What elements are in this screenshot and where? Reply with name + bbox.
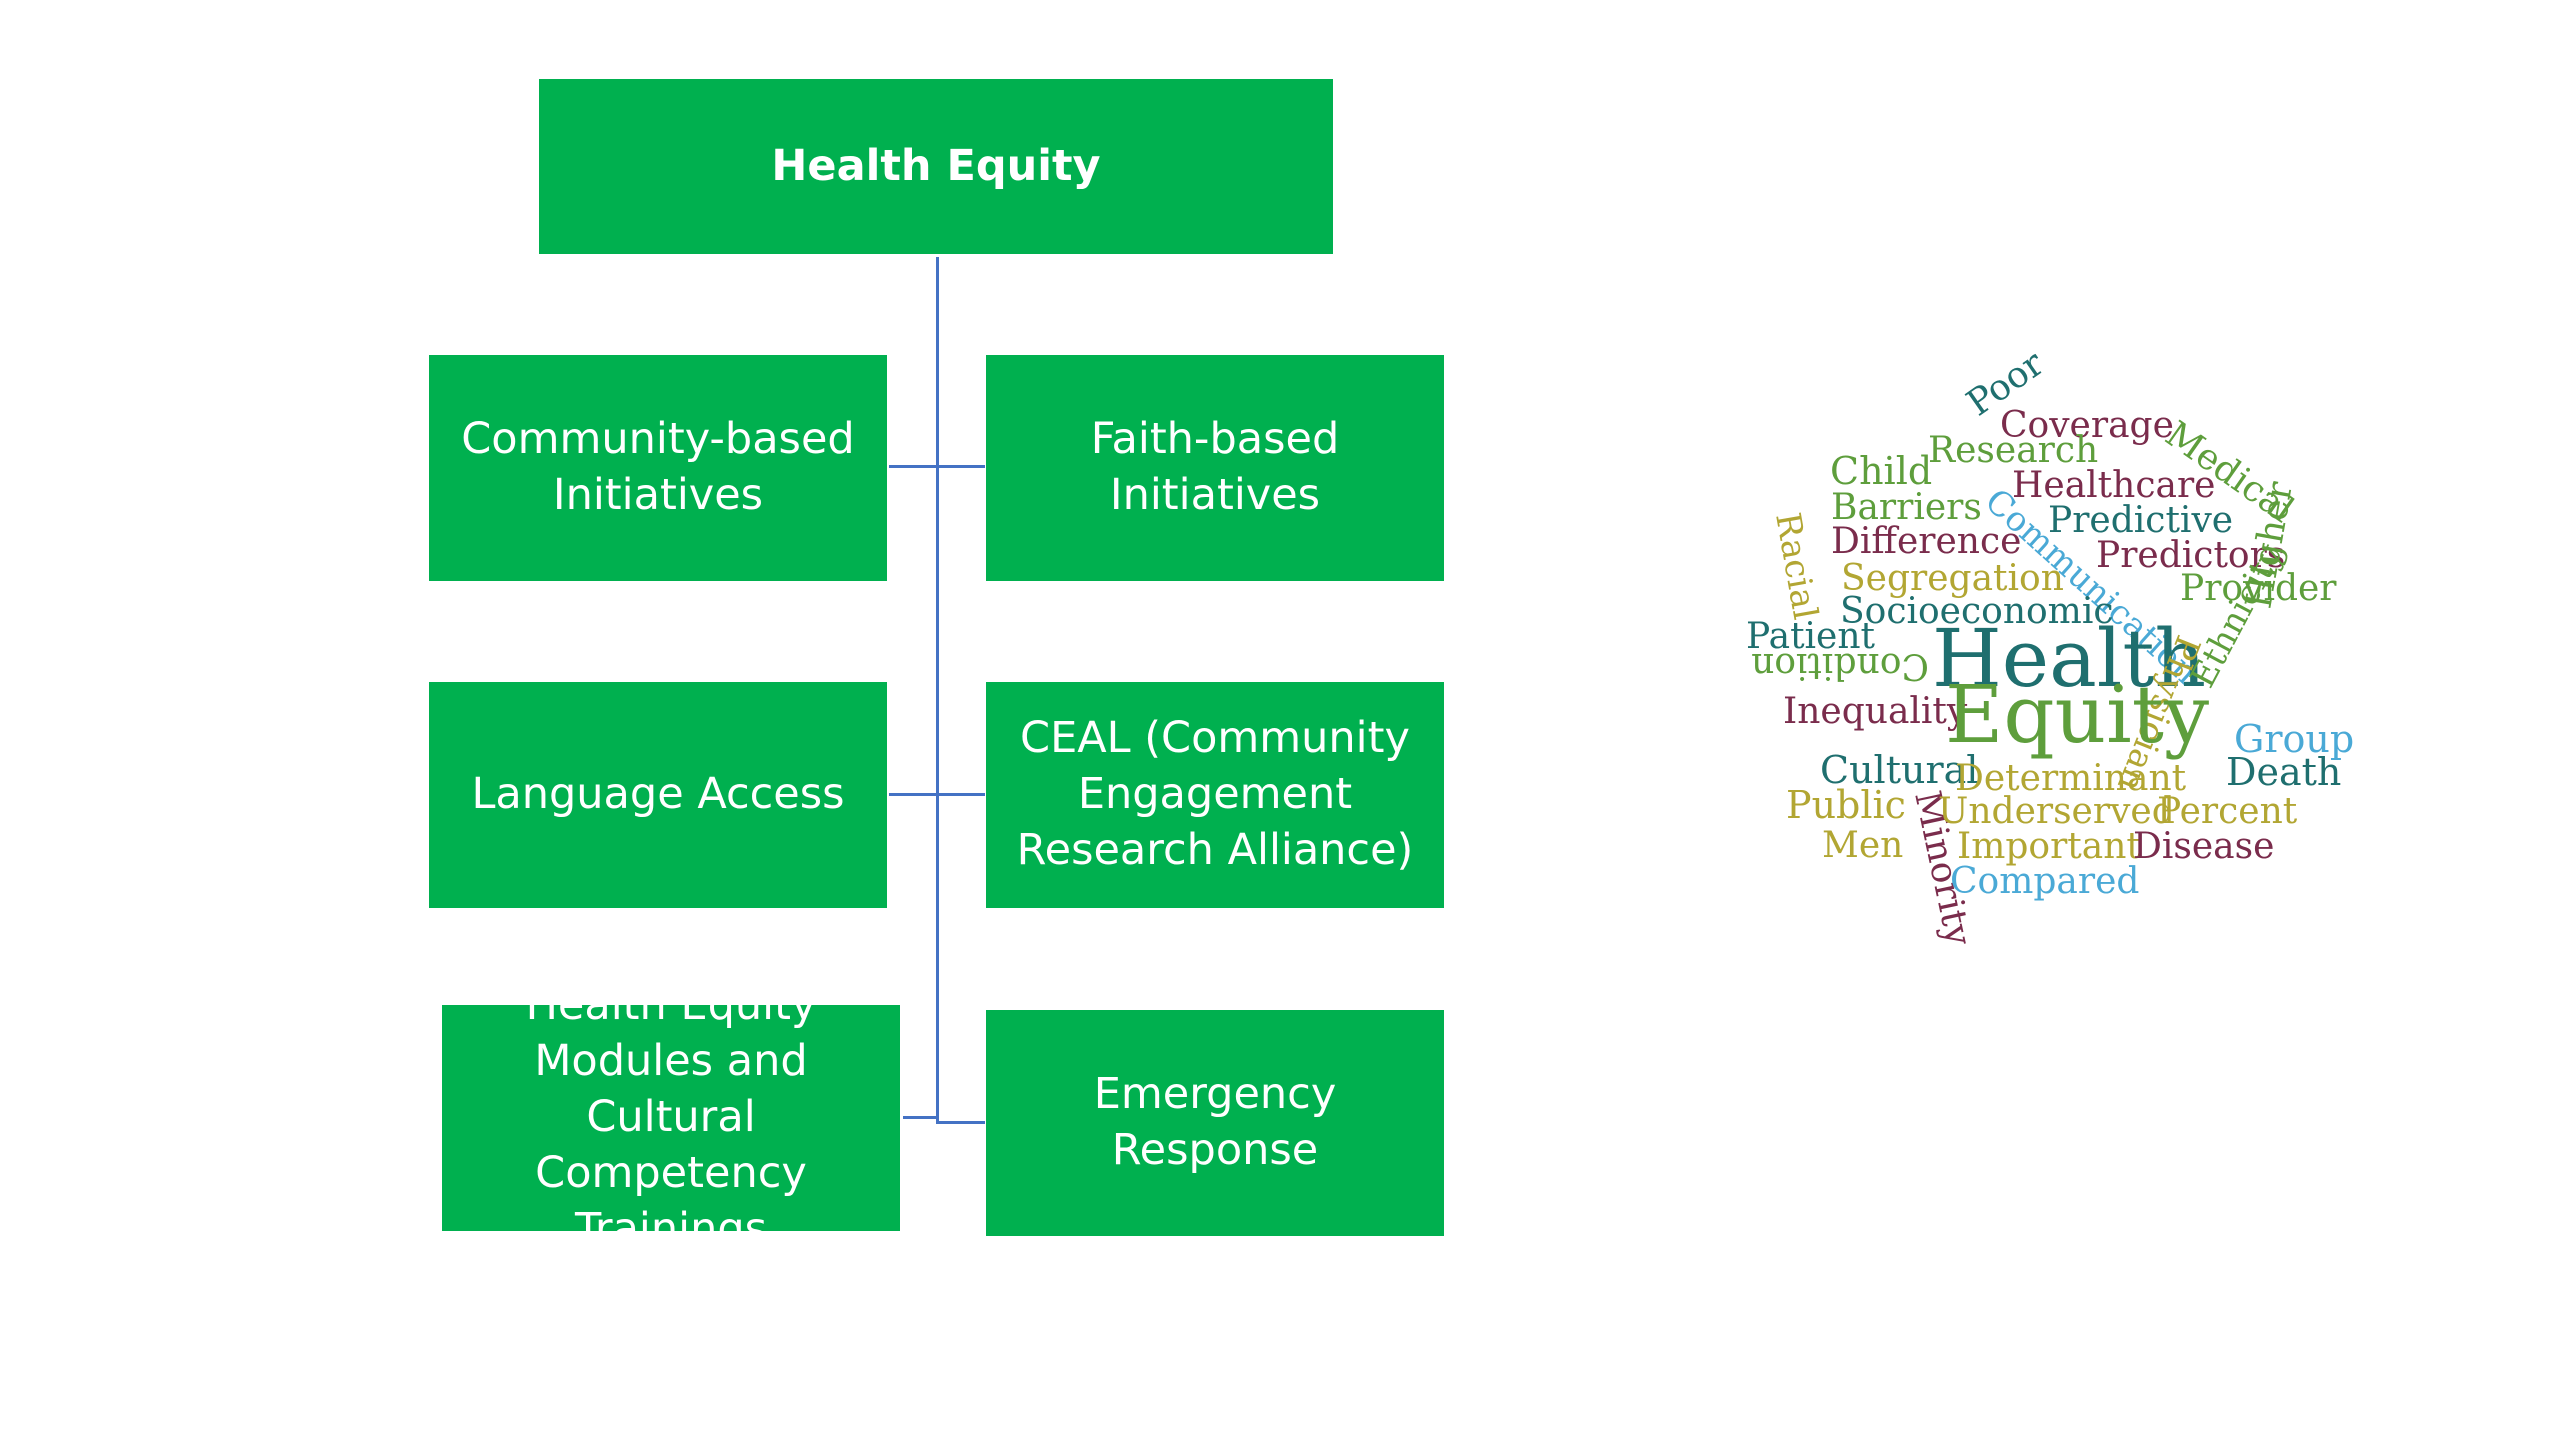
word-cloud-word: Group xyxy=(2234,717,2354,761)
word-cloud-word: Higher xyxy=(2238,478,2301,612)
connector-ceal xyxy=(939,793,985,796)
node-health-equity-modules: Health Equity Modules and Cultural Compe… xyxy=(442,980,900,1254)
word-cloud-word: Determinant xyxy=(1955,758,2187,799)
word-cloud-word: Poor xyxy=(1960,343,2052,425)
word-cloud-word: Compared xyxy=(1950,861,2139,902)
connector-emergency xyxy=(939,1121,985,1124)
node-community-based-initiatives: Community-based Initiatives xyxy=(429,355,887,581)
node-language-access: Language Access xyxy=(429,682,887,908)
word-cloud-word: Healthcare xyxy=(2012,465,2215,506)
word-cloud-word: Segregation xyxy=(1841,558,2064,599)
word-cloud-word: Condition xyxy=(1751,645,1929,686)
connector-trunk xyxy=(936,257,939,1124)
word-cloud-word: Patient xyxy=(1746,616,1876,657)
node-ceal: CEAL (Community Engagement Research Alli… xyxy=(986,682,1444,908)
node-emergency-response: Emergency Response xyxy=(986,1010,1444,1236)
word-cloud-word: Barriers xyxy=(1831,487,1982,528)
word-cloud-word: Public xyxy=(1786,783,1906,827)
node-faith-based-initiatives: Faith-based Initiatives xyxy=(986,355,1444,581)
word-cloud-word: Equity xyxy=(1945,668,2209,761)
word-cloud-word: Underserved xyxy=(1938,791,2175,832)
word-cloud-word: Physician xyxy=(2109,630,2208,797)
connector-faith xyxy=(939,465,985,468)
word-cloud-word: Men xyxy=(1822,825,1903,866)
connector-language xyxy=(889,793,936,796)
word-cloud-word: Predictors xyxy=(2096,535,2285,576)
word-cloud-word: Provider xyxy=(2180,568,2337,609)
word-cloud-word: Ethnicity xyxy=(2183,537,2292,694)
connector-modules xyxy=(903,1116,936,1119)
node-health-equity: Health Equity xyxy=(539,79,1333,254)
word-cloud-word: Health xyxy=(1932,612,2206,705)
word-cloud-word: Medical xyxy=(2158,414,2301,531)
word-cloud-word: Coverage xyxy=(2000,405,2174,446)
word-cloud-word: Percent xyxy=(2157,791,2298,832)
word-cloud-word: Inequality xyxy=(1783,691,1968,732)
word-cloud-word: Important xyxy=(1957,826,2141,867)
word-cloud-word: Socioeconomic xyxy=(1840,591,2114,632)
word-cloud-word: Death xyxy=(2226,750,2341,794)
word-cloud-word: Cultural xyxy=(1820,748,1978,792)
word-cloud-word: Child xyxy=(1830,449,1932,493)
connector-community xyxy=(889,465,936,468)
word-cloud-word: Communication xyxy=(1977,481,2206,693)
word-cloud-word: Disease xyxy=(2133,826,2274,867)
word-cloud-word: Difference xyxy=(1831,521,2021,562)
word-cloud-word: Research xyxy=(1928,430,2098,471)
word-cloud-word: Predictive xyxy=(2048,500,2233,541)
word-cloud-word: Minority xyxy=(1906,787,1979,950)
word-cloud-word: Racial xyxy=(1767,510,1825,623)
